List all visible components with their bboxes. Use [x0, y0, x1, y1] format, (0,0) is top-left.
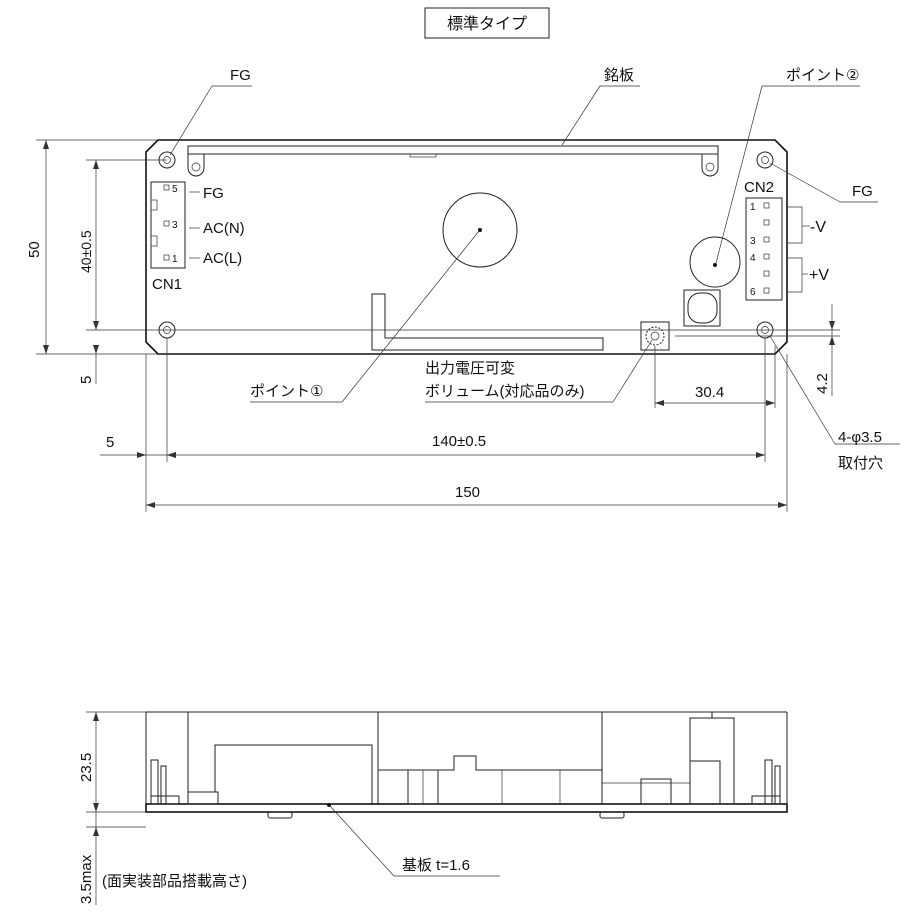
- parts-note: (面実装部品搭載高さ): [102, 873, 247, 890]
- cn2-connector: CN2 1 3 4 6 -V +V: [744, 179, 829, 301]
- pcb-board: [145, 803, 788, 813]
- point1-label: ポイント①: [250, 383, 323, 400]
- cn2-pin-4: 4: [750, 253, 756, 264]
- vr-label-line2: ボリューム(対応品のみ): [425, 383, 585, 400]
- cn2-pin-6: 6: [750, 287, 756, 298]
- fg-left-label: FG: [230, 67, 251, 84]
- cn1-name: CN1: [152, 276, 182, 293]
- dim-height: 50: [26, 241, 43, 258]
- dim-vr-height: 4.2: [814, 373, 831, 394]
- point1-component: [442, 192, 518, 268]
- side-view-dimensions: 23.5 3.5max (面実装部品搭載高さ) 基板 t=1.6: [78, 711, 500, 905]
- cn2-pin-3: 3: [750, 236, 756, 247]
- cn1-label-acl: AC(L): [203, 250, 242, 267]
- vr-label-line1: 出力電圧可変: [425, 360, 515, 377]
- cn1-pin-5: 5: [172, 184, 178, 195]
- top-view-dimensions: 50 40±0.5 5 5 140±0.5 150 30.4: [26, 139, 900, 512]
- cn2-neg-label: -V: [810, 219, 826, 236]
- cn1-pin-3: 3: [172, 220, 178, 231]
- voltage-adjust-vr: [640, 321, 670, 351]
- dim-hole-pitch-h: 140±0.5: [432, 433, 486, 450]
- point2-component: [689, 236, 741, 288]
- fg-right-label: FG: [852, 183, 873, 200]
- top-view: 5 3 1 FG AC(N) AC(L) CN1: [145, 139, 829, 355]
- dim-hole-name: 取付穴: [838, 455, 883, 472]
- dim-hole-spec: 4-φ3.5: [838, 429, 882, 446]
- dim-parts-height: 3.5max: [78, 854, 95, 904]
- heatsink-bracket: [371, 293, 604, 351]
- dim-bottom-offset: 5: [78, 376, 95, 384]
- dim-side-height: 23.5: [78, 753, 95, 782]
- cn2-pos-label: +V: [809, 267, 829, 284]
- nameplate-rail: [187, 145, 719, 177]
- dim-hole-pitch-v: 40±0.5: [78, 230, 94, 273]
- dim-vr-offset: 30.4: [695, 384, 724, 401]
- cn1-label-acn: AC(N): [203, 220, 245, 237]
- cn2-name: CN2: [744, 179, 774, 196]
- inductor-component: [683, 289, 721, 327]
- dim-left-offset: 5: [106, 434, 114, 451]
- side-view: [145, 711, 788, 819]
- title-box: 標準タイプ: [424, 7, 550, 39]
- cn2-pin-1: 1: [750, 202, 756, 213]
- pcb-label: 基板 t=1.6: [402, 856, 470, 874]
- cn1-pin-1: 1: [172, 254, 178, 265]
- top-view-annotations: FG 銘板 ポイント② FG ポイント① 出力電圧可変 ボリューム(対応品のみ): [169, 66, 878, 403]
- title: 標準タイプ: [447, 15, 527, 33]
- cn1-label-fg: FG: [203, 185, 224, 202]
- point2-label: ポイント②: [786, 67, 859, 84]
- cn1-connector: 5 3 1 FG AC(N) AC(L) CN1: [150, 181, 245, 293]
- mounting-hole-top-right: [756, 151, 774, 169]
- dim-width: 150: [455, 484, 480, 501]
- nameplate-label: 銘板: [604, 66, 634, 84]
